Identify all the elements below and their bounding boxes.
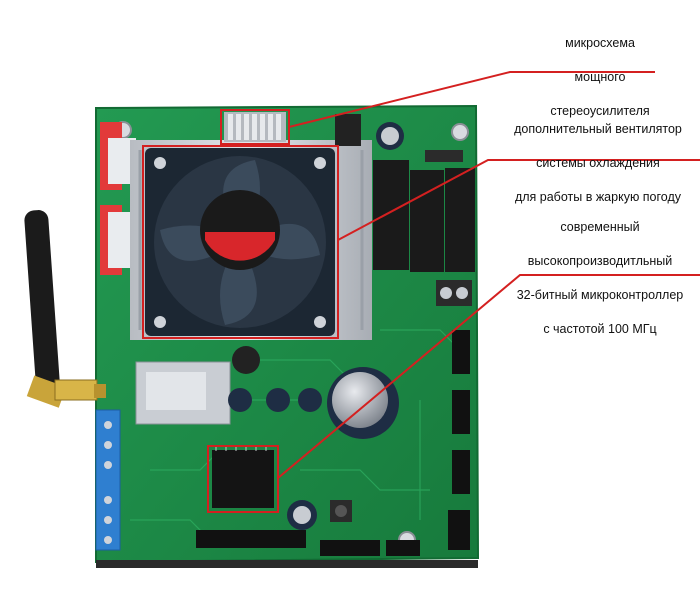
terminal-blocks-blue: [95, 409, 121, 551]
screw-terminal: [436, 280, 472, 306]
callout-line: дополнительный вентилятор: [514, 122, 682, 136]
callout-line: 32-битный микроконтроллер: [516, 288, 684, 302]
push-button: [330, 500, 352, 522]
callout-line: микросхема: [565, 36, 635, 50]
sim-holder: [135, 361, 231, 425]
callout-line: системы охлаждения: [536, 156, 660, 170]
callout-line: для работы в жаркую погоду: [514, 190, 682, 204]
callout-line: современный: [560, 220, 640, 234]
callout-line: мощного: [574, 70, 626, 84]
highlight-amplifier: [220, 71, 655, 145]
callout-amplifier: микросхема мощного стереоусилителя: [530, 18, 670, 137]
callout-mcu: современный высокопроизводитльный 32-бит…: [505, 202, 695, 355]
highlight-fan: [142, 145, 700, 339]
antenna-icon: [24, 210, 106, 408]
chip-icon: [212, 447, 274, 508]
callout-line: с частотой 100 МГц: [543, 322, 657, 336]
pin-headers: [196, 330, 470, 556]
top-right-components: [335, 114, 463, 162]
callout-line: стереоусилителя: [550, 104, 650, 118]
callout-fan: дополнительный вентилятор системы охлажд…: [500, 104, 696, 223]
callout-line: высокопроизводитльный: [527, 254, 673, 268]
relays: [373, 160, 475, 272]
highlight-mcu: [207, 274, 700, 513]
amplifier-chip: [224, 112, 286, 142]
fan-icon: [145, 148, 335, 336]
